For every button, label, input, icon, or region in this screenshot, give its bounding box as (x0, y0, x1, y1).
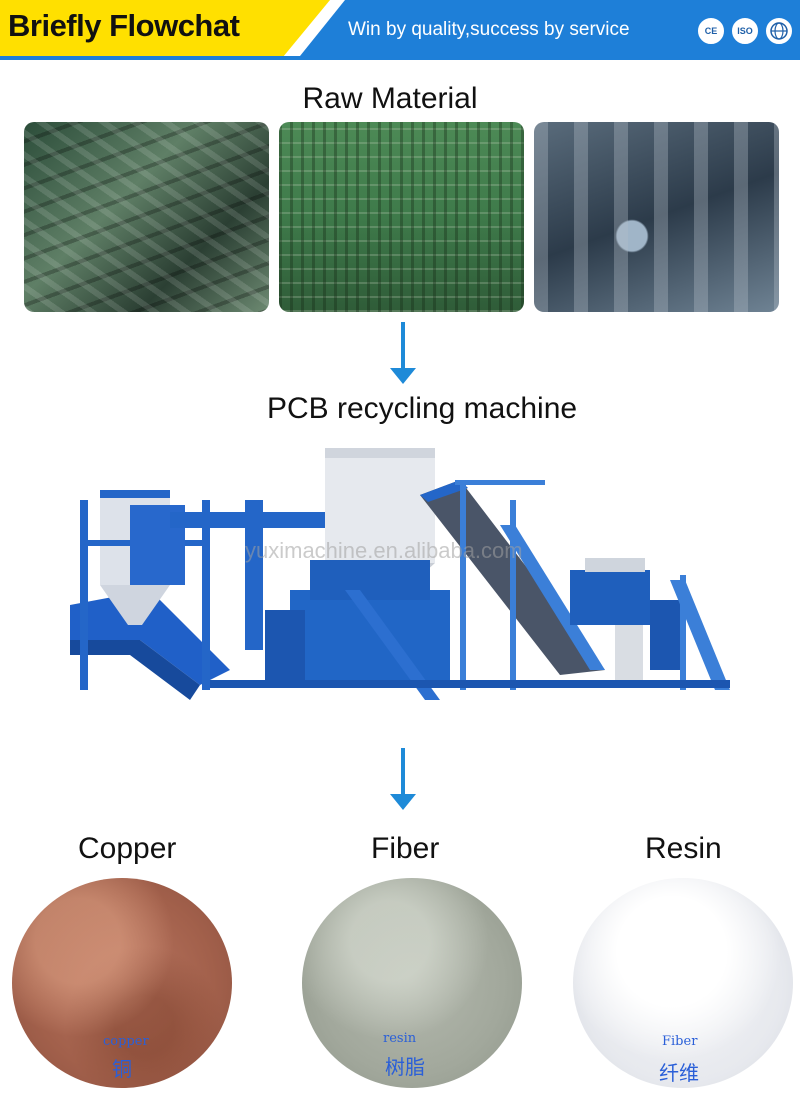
circuit-boards-pile-photo (24, 122, 269, 312)
resin-label: Resin (645, 832, 722, 865)
fiber-tag-english: resin (383, 1031, 417, 1046)
copper-label: Copper (78, 832, 177, 865)
copper-powder-photo (12, 878, 232, 1088)
down-arrow-icon (390, 322, 416, 386)
circuit-board-held-photo (279, 122, 524, 312)
resin-tag-english: Fiber (662, 1034, 698, 1049)
motherboard-closeup-photo (534, 122, 779, 312)
raw-material-heading: Raw Material (302, 82, 478, 115)
fiber-powder-photo (302, 878, 522, 1088)
resin-tag-chinese: 纤维 (659, 1061, 699, 1085)
copper-tag-chinese: 铜 (112, 1057, 132, 1081)
header-divider (0, 56, 800, 60)
fiber-label: Fiber (371, 832, 440, 865)
iso-mark-icon: ISO (730, 16, 760, 46)
ce-mark-icon: CE (696, 16, 726, 46)
copper-tag-english: copper (103, 1034, 149, 1049)
header-banner: Briefly Flowchat Win by quality,success … (0, 0, 800, 62)
resin-powder-photo (573, 878, 793, 1088)
down-arrow-icon (390, 748, 416, 812)
globe-certification-icon (764, 16, 794, 46)
page-title: Briefly Flowchat (8, 8, 240, 43)
pcb-recycling-machine-illustration (70, 448, 730, 700)
fiber-tag-chinese: 树脂 (385, 1055, 425, 1079)
pcb-machine-heading: PCB recycling machine (266, 392, 578, 425)
watermark: yuximachine.en.alibaba.com (245, 538, 523, 563)
header-yellow-band (0, 0, 330, 56)
header-slogan: Win by quality,success by service (348, 19, 630, 40)
